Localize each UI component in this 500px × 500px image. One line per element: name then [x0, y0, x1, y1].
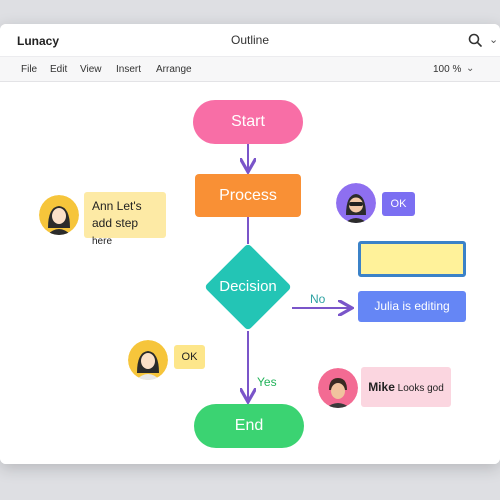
ok-comment-right[interactable]: OK: [382, 192, 415, 216]
document-title[interactable]: Outline: [230, 33, 270, 47]
app-window: Lunacy Outline ⌄ File Edit View Insert A…: [0, 24, 500, 464]
decision-node[interactable]: Decision: [204, 243, 292, 331]
ok-comment-left[interactable]: OK: [174, 345, 205, 369]
search-icon[interactable]: [468, 33, 482, 47]
ann-note-line2-tail: here: [92, 236, 113, 247]
menu-view[interactable]: View: [80, 64, 102, 75]
avatar-icon[interactable]: [336, 183, 376, 223]
zoom-level[interactable]: 100 %: [433, 64, 462, 75]
menu-insert[interactable]: Insert: [116, 64, 142, 75]
mike-comment-note[interactable]: Mike Looks god: [361, 367, 451, 407]
selected-empty-box[interactable]: [358, 241, 466, 277]
decision-label: Decision: [219, 278, 277, 295]
app-name: Lunacy: [17, 34, 60, 48]
yes-label: Yes: [257, 375, 277, 389]
ann-comment-note[interactable]: Ann Let's add step here: [84, 192, 166, 247]
process-node[interactable]: Process: [195, 174, 301, 217]
avatar-icon[interactable]: [128, 340, 168, 380]
menu-file[interactable]: File: [21, 64, 38, 75]
zoom-chevron-down-icon[interactable]: ⌄: [466, 63, 475, 74]
chevron-down-icon[interactable]: ⌄: [489, 34, 499, 46]
no-label: No: [310, 292, 326, 306]
end-node[interactable]: End: [194, 404, 304, 448]
mike-name: Mike: [368, 380, 395, 394]
avatar-icon[interactable]: [39, 195, 79, 235]
ann-note-line2: add step here: [92, 215, 158, 250]
start-node[interactable]: Start: [193, 100, 303, 144]
mike-comment-text: Looks god: [397, 383, 444, 394]
connectors: [0, 144, 500, 464]
menu-bar: File Edit View Insert Arrange 100 % ⌄: [0, 56, 500, 82]
ann-note-line2-main: add step: [92, 216, 139, 230]
ann-note-line1: Ann Let's: [92, 199, 142, 213]
menu-arrange[interactable]: Arrange: [156, 64, 192, 75]
julia-editing-box[interactable]: Julia is editing: [358, 291, 466, 322]
menu-edit[interactable]: Edit: [50, 64, 68, 75]
title-bar: Lunacy Outline ⌄: [0, 24, 500, 56]
avatar-icon[interactable]: [318, 368, 358, 408]
design-canvas[interactable]: Start Process Decision End No Yes Ann Le…: [0, 82, 500, 464]
